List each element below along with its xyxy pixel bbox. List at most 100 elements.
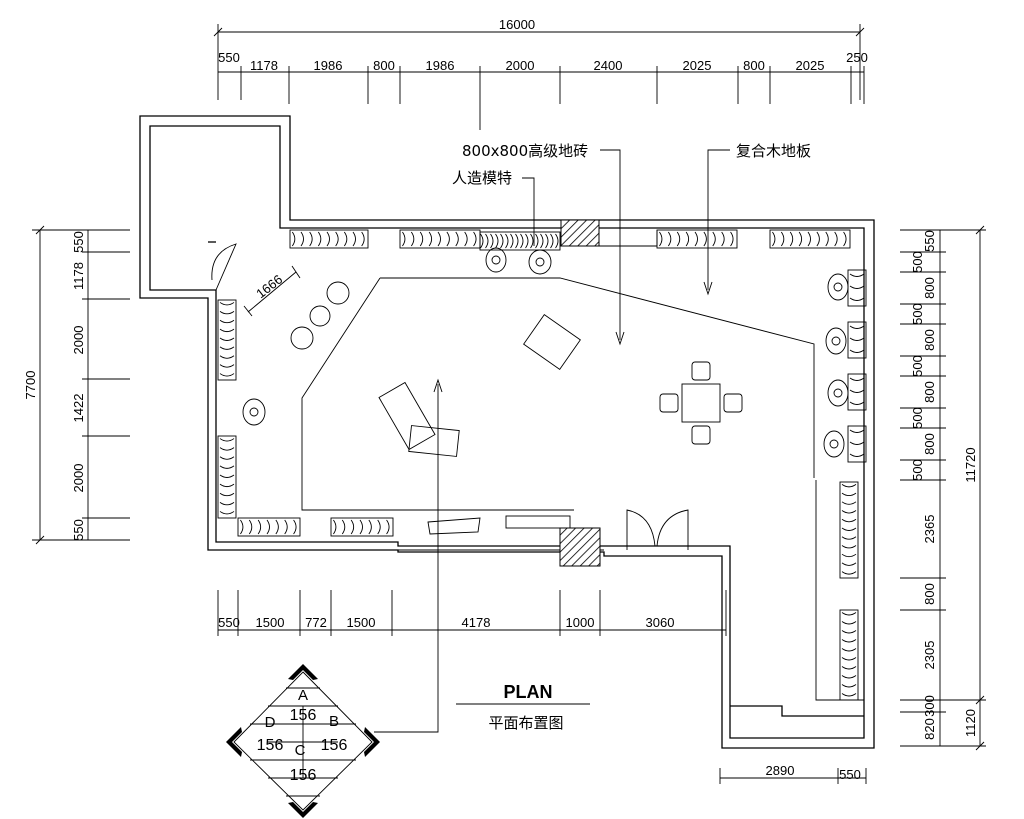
dim-bottom-6: 1000 — [566, 615, 595, 630]
right-dimension-chain: 550 500 800 500 800 500 800 500 800 500 … — [900, 225, 986, 751]
rack-right-4 — [847, 321, 867, 359]
dim-top-total: 16000 — [499, 17, 535, 32]
rack-bottom-2 — [330, 517, 394, 537]
note-tile: 800x800高级地砖 — [462, 142, 588, 160]
dim-right-7: 800 — [922, 381, 937, 403]
dim-right-15: 820 — [922, 718, 937, 740]
dim-top-2: 1178 — [250, 58, 278, 73]
inner-wall — [149, 125, 865, 739]
note-mannequin: 人造模特 — [452, 169, 512, 187]
dim-right-4: 500 — [910, 303, 925, 325]
dim-left-6: 550 — [71, 519, 86, 541]
rack-right-6 — [847, 425, 867, 463]
counter-figures — [427, 517, 481, 535]
dim-right-5: 800 — [922, 329, 937, 351]
compass-rose: A B C D 156 156 156 156 — [226, 664, 380, 818]
rack-left-2 — [217, 435, 237, 519]
dim-bottom-4: 1500 — [347, 615, 376, 630]
round-chair-2 — [290, 326, 314, 350]
compass-label-a: A — [298, 687, 308, 704]
annotations: 800x800高级地砖 复合木地板 人造模特 — [452, 142, 811, 346]
rack-right-5 — [847, 373, 867, 411]
dim-right-9: 800 — [922, 433, 937, 455]
mannequin-2 — [528, 249, 552, 275]
mannequin-1 — [485, 247, 507, 273]
dim-right-3: 800 — [922, 277, 937, 299]
garment-racks — [217, 229, 867, 701]
pillar-top — [560, 219, 600, 247]
display-table-2 — [408, 425, 460, 457]
plan-subtitle: 平面布置图 — [488, 714, 563, 732]
dim-bottom-right-2: 550 — [839, 767, 861, 782]
chair-bottom — [691, 425, 711, 445]
rack-top-3 — [479, 231, 561, 251]
chair-top — [691, 361, 711, 381]
dim-left-3: 2000 — [71, 326, 86, 355]
chair-right — [723, 393, 743, 413]
display-table-1 — [378, 381, 436, 451]
round-table — [309, 305, 331, 327]
rack-top-1 — [289, 229, 369, 249]
dim-bottom-1: 550 — [218, 615, 240, 630]
dim-top-6: 2000 — [506, 58, 535, 73]
dim-door: 1666 — [253, 272, 285, 302]
rack-top-2 — [399, 229, 481, 249]
dim-right-14: 300 — [922, 695, 937, 717]
furniture — [290, 281, 743, 457]
left-dimension-chain: 7700 550 1178 2000 1422 2000 550 — [23, 225, 130, 545]
back-room-wall — [730, 705, 864, 717]
dim-right-8: 500 — [910, 407, 925, 429]
dim-right-11: 2365 — [922, 515, 937, 544]
dim-right-1: 550 — [922, 230, 937, 252]
dim-right-outer-1: 11720 — [963, 447, 978, 482]
dim-left-2: 1178 — [71, 262, 86, 290]
plan-title: PLAN — [504, 682, 553, 702]
rack-right-3 — [847, 269, 867, 307]
section-line — [374, 384, 439, 733]
dim-bottom-3: 772 — [305, 615, 327, 630]
dim-bottom-7: 3060 — [646, 615, 675, 630]
dim-bottom-5: 4178 — [462, 615, 491, 630]
dim-top-4: 800 — [373, 58, 395, 73]
rack-right-1 — [839, 481, 859, 579]
mannequin-4 — [827, 273, 849, 301]
compass-value-left: 156 — [257, 737, 284, 754]
dim-top-8: 2025 — [683, 58, 712, 73]
rack-left-1 — [217, 299, 237, 381]
dim-top-1: 550 — [218, 50, 240, 65]
dining-table — [681, 383, 721, 423]
compass-label-b: B — [329, 713, 339, 730]
dim-right-12: 800 — [922, 583, 937, 605]
dim-right-2: 500 — [910, 251, 925, 273]
mannequin-7 — [823, 430, 845, 458]
compass-value-right: 156 — [321, 737, 348, 754]
dim-top-5: 1986 — [426, 58, 455, 73]
rack-right-2 — [839, 609, 859, 701]
compass-value-top: 156 — [290, 707, 317, 724]
note-wood: 复合木地板 — [736, 142, 811, 160]
dim-top-10: 2025 — [796, 58, 825, 73]
dim-right-10: 500 — [910, 459, 925, 481]
pillar-bottom — [559, 527, 601, 567]
entrance-door — [626, 509, 689, 550]
rack-top-4 — [656, 229, 738, 249]
dim-top-ticks — [240, 66, 865, 130]
chair-left — [659, 393, 679, 413]
compass-label-c: C — [295, 742, 306, 759]
top-dimension-chain: 16000 550 1178 1986 800 1986 2000 2400 2… — [213, 17, 868, 130]
dim-left-1: 550 — [71, 231, 86, 253]
dim-top-7: 2400 — [594, 58, 623, 73]
dim-left-5: 2000 — [71, 464, 86, 493]
dim-top-3: 1986 — [314, 58, 343, 73]
dim-left-total: 7700 — [23, 371, 38, 400]
dim-bottom-2: 1500 — [256, 615, 285, 630]
compass-value-bottom: 156 — [290, 767, 317, 784]
round-chair-1 — [326, 281, 350, 305]
counter-bottom — [505, 515, 571, 529]
dim-top-9: 800 — [743, 58, 765, 73]
dim-bottom-right-1: 2890 — [766, 763, 795, 778]
dim-right-6: 500 — [910, 355, 925, 377]
mannequin-5 — [825, 327, 847, 355]
mannequin-6 — [827, 379, 849, 407]
mannequin-3 — [242, 398, 266, 426]
